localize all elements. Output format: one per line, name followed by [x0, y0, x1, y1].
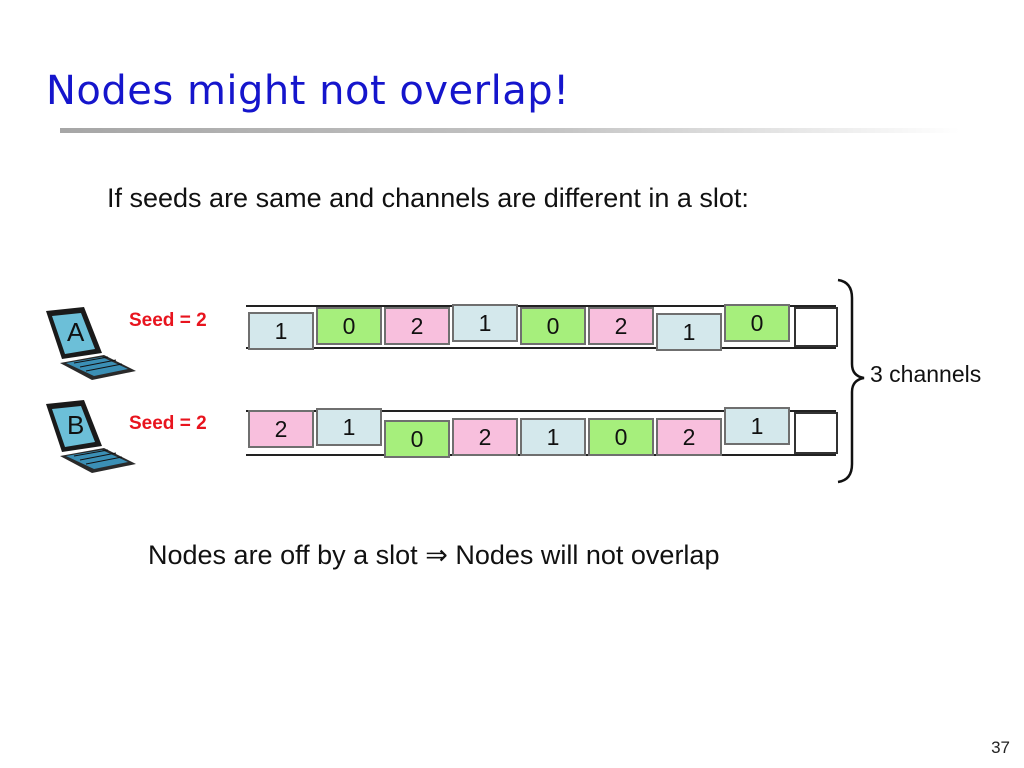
row-a-bottom-line [246, 347, 836, 349]
channel-slot: 1 [656, 313, 722, 351]
channel-slot: 0 [520, 307, 586, 345]
channel-slot: 1 [316, 408, 382, 446]
channel-slot: 2 [384, 307, 450, 345]
node-a-label: A [67, 317, 85, 347]
page-number: 37 [991, 738, 1010, 757]
node-a-laptop-icon [40, 305, 140, 386]
channel-slot: 2 [248, 410, 314, 448]
conclusion-left: Nodes are off by a slot [148, 540, 418, 570]
row-b-top-line [246, 410, 836, 412]
slide-title: Nodes might not overlap! [46, 68, 570, 114]
channel-slot: 2 [452, 418, 518, 456]
channel-slot: 2 [588, 307, 654, 345]
title-underline [60, 128, 960, 133]
row-a-top-line [246, 305, 836, 307]
channel-slot: 0 [588, 418, 654, 456]
node-b-seed: Seed = 2 [129, 413, 207, 434]
channel-slot: 1 [520, 418, 586, 456]
channel-slot: 2 [656, 418, 722, 456]
channel-slot: 1 [248, 312, 314, 350]
row-b-empty-slot [794, 412, 838, 454]
node-b-laptop-icon [40, 398, 140, 479]
channel-slot: 1 [724, 407, 790, 445]
conclusion-right: Nodes will not overlap [455, 540, 720, 570]
node-b-label: B [67, 410, 85, 440]
row-a-empty-slot [794, 307, 838, 347]
slide-subtitle: If seeds are same and channels are diffe… [107, 183, 749, 213]
implies-arrow-icon: ⇒ [425, 540, 448, 570]
conclusion-text: Nodes are off by a slot ⇒ Nodes will not… [148, 540, 719, 571]
channel-slot: 0 [316, 307, 382, 345]
channel-slot: 0 [724, 304, 790, 342]
channels-brace [832, 276, 872, 491]
channel-slot: 1 [452, 304, 518, 342]
node-a-seed: Seed = 2 [129, 310, 207, 331]
channel-slot: 0 [384, 420, 450, 458]
brace-label: 3 channels [870, 361, 982, 387]
